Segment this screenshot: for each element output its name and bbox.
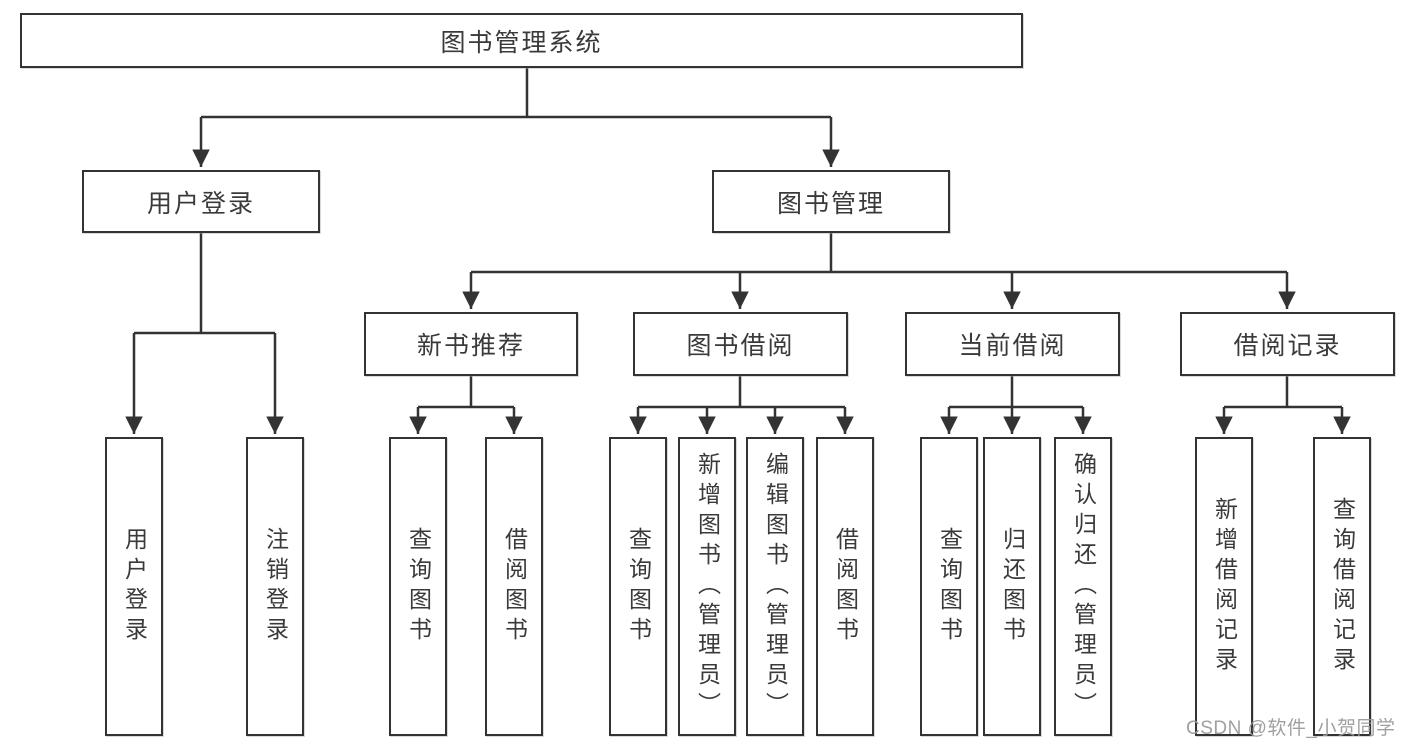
node-label: 借阅记录 — [1233, 332, 1342, 360]
node-new-book-recommend: 新书推荐 — [364, 312, 578, 376]
node-label: 归还图书 — [999, 526, 1026, 647]
node-label: 图书借阅 — [686, 332, 795, 360]
node-label: 借阅图书 — [501, 526, 528, 647]
leaf-confirm-return-admin: 确认归还（管理员） — [1054, 437, 1112, 736]
node-user-login: 用户登录 — [82, 170, 320, 233]
node-label: 图书管理系统 — [440, 28, 603, 57]
leaf-borrow-books-recommend: 借阅图书 — [485, 437, 543, 736]
node-label: 查询图书 — [405, 526, 432, 647]
leaf-return-books: 归还图书 — [983, 437, 1041, 736]
node-label: 编辑图书（管理员） — [762, 451, 789, 722]
node-label: 注销登录 — [262, 526, 289, 647]
node-label: 查询借阅记录 — [1329, 496, 1356, 677]
node-label: 用户登录 — [146, 189, 255, 218]
node-label: 用户登录 — [121, 526, 148, 647]
leaf-query-books-recommend: 查询图书 — [389, 437, 447, 736]
csdn-watermark: CSDN @软件_小贺同学 — [1186, 718, 1396, 739]
node-book-management: 图书管理 — [712, 170, 950, 233]
node-borrow-records: 借阅记录 — [1180, 312, 1395, 376]
leaf-edit-books-admin: 编辑图书（管理员） — [746, 437, 804, 736]
leaf-query-borrow-record: 查询借阅记录 — [1313, 437, 1371, 736]
node-current-borrow: 当前借阅 — [905, 312, 1120, 376]
leaf-add-books-admin: 新增图书（管理员） — [678, 437, 736, 736]
leaf-logout: 注销登录 — [246, 437, 304, 736]
node-label: 当前借阅 — [958, 332, 1067, 360]
node-label: 新增图书（管理员） — [694, 451, 721, 722]
node-label: 查询图书 — [625, 526, 652, 647]
node-book-borrow: 图书借阅 — [633, 312, 848, 376]
node-label: 借阅图书 — [832, 526, 859, 647]
node-label: 新书推荐 — [416, 332, 525, 360]
node-label: 新增借阅记录 — [1211, 496, 1238, 677]
leaf-query-books-borrow: 查询图书 — [609, 437, 667, 736]
leaf-query-books-current: 查询图书 — [920, 437, 978, 736]
leaf-user-login: 用户登录 — [105, 437, 163, 736]
node-label: 确认归还（管理员） — [1070, 451, 1097, 722]
leaf-borrow-books: 借阅图书 — [816, 437, 874, 736]
node-label: 查询图书 — [936, 526, 963, 647]
node-label: 图书管理 — [776, 189, 885, 218]
node-root-system: 图书管理系统 — [20, 13, 1023, 68]
leaf-add-borrow-record: 新增借阅记录 — [1195, 437, 1253, 736]
